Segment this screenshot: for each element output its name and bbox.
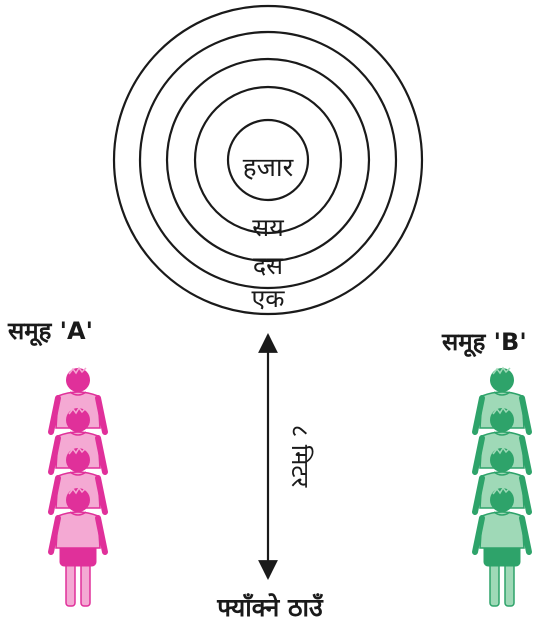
ring-label-hundred: सय — [252, 213, 284, 242]
ring-label-thousand: हजार — [243, 153, 295, 183]
group-a-children — [51, 368, 105, 606]
distance-label: ८ मिटर — [286, 425, 314, 489]
throw-place-label: फ्याँक्ने ठाउँ — [216, 593, 324, 622]
group-b-label: समूह 'B' — [441, 328, 527, 358]
group-b-children — [475, 368, 529, 606]
group-a-label: समूह 'A' — [7, 317, 93, 347]
ring-label-one: एक — [251, 284, 285, 313]
ring-label-ten: दस — [253, 251, 284, 280]
